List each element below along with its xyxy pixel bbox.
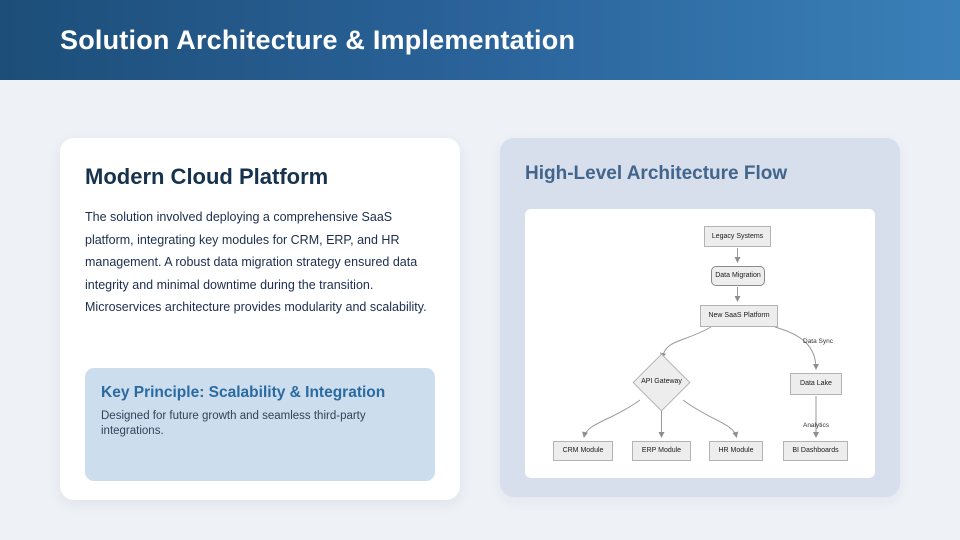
node-erp-module: ERP Module <box>632 441 691 461</box>
slide-title: Solution Architecture & Implementation <box>60 24 576 55</box>
node-api-gateway-label: API Gateway <box>641 378 682 385</box>
card-body-text: The solution involved deploying a compre… <box>85 210 427 315</box>
node-new-saas-platform: New SaaS Platform <box>700 305 778 327</box>
architecture-card: High-Level Architecture Flow Legacy Syst… <box>500 138 900 497</box>
slide-header: Solution Architecture & Implementation <box>0 0 960 80</box>
node-data-lake: Data Lake <box>790 373 842 395</box>
node-crm-module: CRM Module <box>553 441 613 461</box>
architecture-flowchart: Legacy Systems Data Migration New SaaS P… <box>525 209 875 478</box>
content-card: Modern Cloud Platform The solution invol… <box>60 138 460 500</box>
flowchart-edges <box>582 248 819 438</box>
callout-title: Key Principle: Scalability & Integration <box>101 384 386 401</box>
card-title: Modern Cloud Platform <box>85 164 329 189</box>
callout-body: Designed for future growth and seamless … <box>101 410 366 437</box>
key-principle-callout: Key Principle: Scalability & Integration… <box>85 368 435 481</box>
edge-label-analytics: Analytics <box>802 422 829 429</box>
node-data-migration: Data Migration <box>711 266 765 286</box>
node-hr-module: HR Module <box>709 441 763 461</box>
node-bi-dashboards: BI Dashboards <box>783 441 848 461</box>
diagram-title: High-Level Architecture Flow <box>525 163 788 184</box>
node-legacy-systems: Legacy Systems <box>704 226 771 247</box>
edge-label-data-sync: Data Sync <box>803 338 833 345</box>
